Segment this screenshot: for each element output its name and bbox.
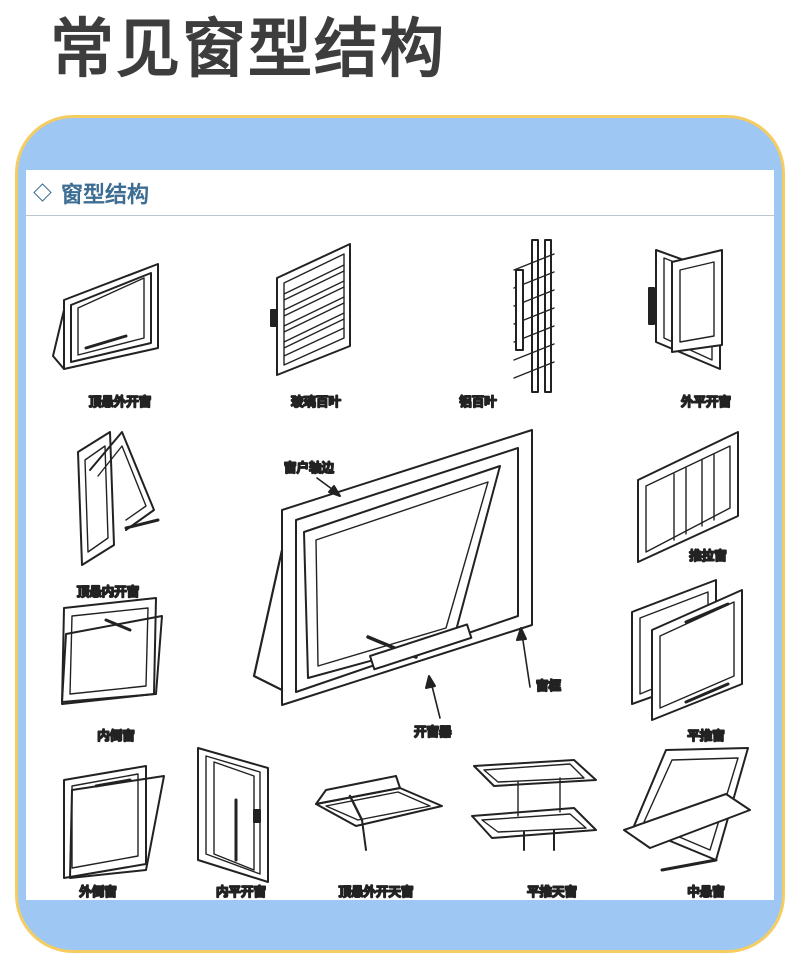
glass-louver-window [270, 243, 351, 376]
aluminum-louver-window [513, 239, 555, 393]
top-hung-in-window [77, 431, 160, 566]
content-card: 窗型结构 顶悬外开窗 [15, 115, 785, 953]
section-header: 窗型结构 [26, 170, 774, 216]
label-aluminum-louver: 铝百叶 [459, 394, 497, 409]
casement-in-window [197, 747, 269, 883]
label-top-hung-in: 顶悬内开窗 [77, 584, 140, 599]
top-hung-skylight [315, 775, 443, 851]
main-window-diagram [252, 429, 533, 719]
label-glass-louver: 玻璃百叶 [291, 394, 342, 409]
label-casement-in: 内平开窗 [216, 884, 266, 899]
diagram-panel: 窗型结构 顶悬外开窗 [26, 170, 774, 900]
label-parallel-push: 平推窗 [687, 728, 725, 743]
annotation-sash-pivot-edge: 窗户轴边 [284, 460, 335, 475]
label-tilt-in: 内倒窗 [97, 728, 135, 743]
window-types-diagram: 顶悬外开窗 玻璃百叶 [52, 239, 751, 900]
label-parallel-skylight: 平推天窗 [527, 884, 577, 899]
label-top-hung-skylight: 顶悬外开天窗 [338, 884, 413, 899]
parallel-push-window [631, 579, 743, 721]
page-title: 常见窗型结构 [50, 13, 446, 87]
label-top-hung-out: 顶悬外开窗 [89, 394, 152, 409]
center-pivot-window [623, 747, 751, 872]
annotation-window-frame: 窗框 [536, 678, 562, 693]
label-sliding: 推拉窗 [689, 548, 727, 563]
casement-out-window [648, 249, 723, 370]
section-title: 窗型结构 [61, 183, 150, 208]
parallel-skylight [471, 759, 597, 851]
tilt-out-window [63, 765, 165, 879]
annotation-window-opener: 开窗器 [414, 724, 452, 739]
top-hung-out-window [52, 263, 159, 370]
label-tilt-out: 外倒窗 [79, 884, 117, 899]
sliding-window [637, 431, 739, 563]
tilt-in-window [61, 597, 163, 705]
label-center-pivot: 中悬窗 [687, 884, 725, 899]
label-casement-out: 外平开窗 [681, 394, 731, 409]
